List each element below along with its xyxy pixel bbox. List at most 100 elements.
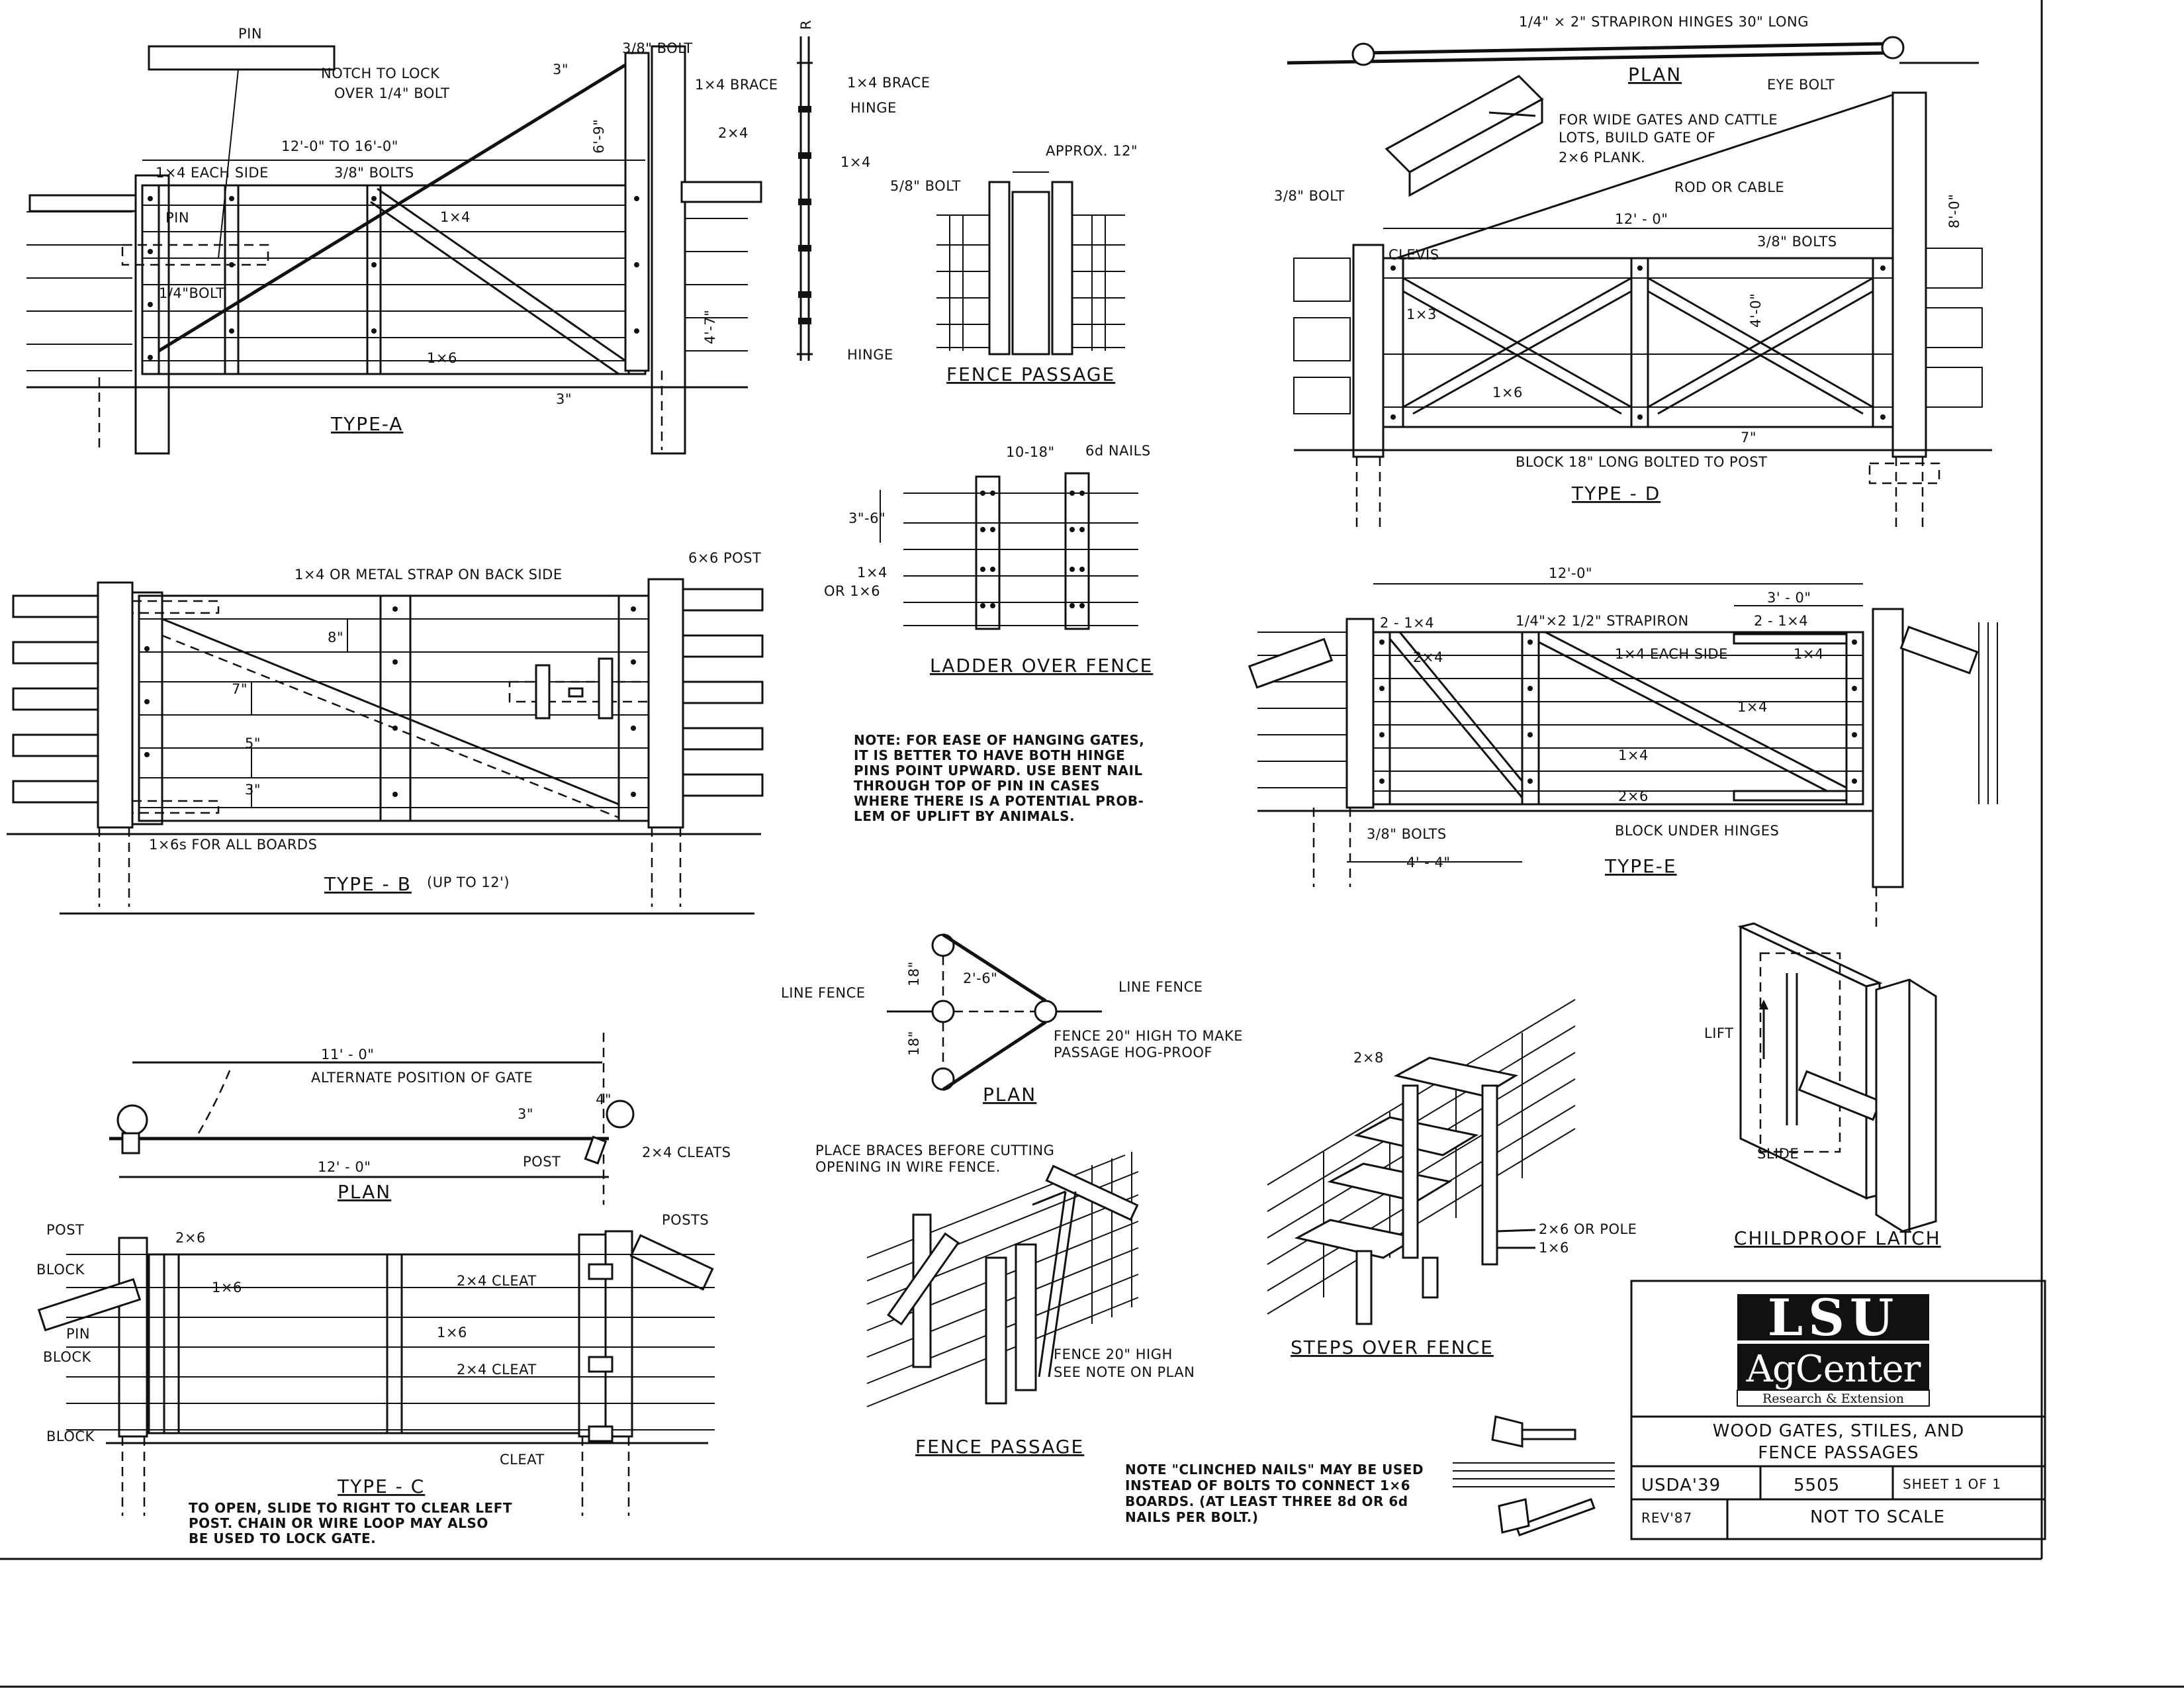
hog-plan-fence-label-2: PASSAGE HOG-PROOF [1054, 1045, 1212, 1060]
fence-passage-top: APPROX. 12" 5/8" BOLT FENCE PASSAGE [890, 143, 1138, 385]
type-e-caption: TYPE-E [1604, 855, 1677, 877]
title-block-title-2: FENCE PASSAGES [1758, 1443, 1919, 1463]
type-d-height-40-label: 4'-0" [1748, 293, 1764, 328]
type-c-plan-cleats-label: 2×4 CLEATS [642, 1145, 731, 1160]
type-d-wide-label-3: 2×6 PLANK. [1559, 150, 1645, 165]
hog-plan-caption: PLAN [983, 1084, 1036, 1105]
ladder-over-fence: 10-18" 6d NAILS 3"-6" 1×4 OR 1×6 LADDER … [824, 443, 1152, 677]
fence-passage-top-caption: FENCE PASSAGE [946, 363, 1115, 385]
side-detail-2x4-label: 2×4 [718, 125, 749, 141]
type-c-block-label-2: BLOCK [43, 1349, 92, 1365]
type-c-plan-span11-label: 11' - 0" [321, 1047, 374, 1062]
steps-2x6-label: 2×6 OR POLE [1539, 1221, 1637, 1237]
type-c-note-line-1: TO OPEN, SLIDE TO RIGHT TO CLEAR LEFT [189, 1500, 512, 1516]
type-d-caption: TYPE - D [1571, 483, 1661, 504]
logo-lsu-text: LSU [1768, 1288, 1899, 1347]
type-e-2x6-label: 2×6 [1618, 788, 1649, 804]
type-c-plan-alt-position-label: ALTERNATE POSITION OF GATE [311, 1070, 533, 1086]
type-a-each-side-label: 1×4 EACH SIDE [156, 165, 269, 181]
type-b-strap-label: 1×4 OR METAL STRAP ON BACK SIDE [295, 567, 563, 583]
steps-1x6-label: 1×6 [1539, 1240, 1569, 1256]
type-c-note-line-3: BE USED TO LOCK GATE. [189, 1530, 376, 1546]
side-elevation-detail: 1×4 BRACE HINGE 2×4 1×4 HINGE R [718, 20, 931, 363]
hinge-note: NOTE: FOR EASE OF HANGING GATES, IT IS B… [854, 732, 1144, 824]
fence-passage-top-bolt-label: 5/8" BOLT [890, 178, 961, 194]
type-e-2-1x4-left-label: 2 - 1×4 [1380, 615, 1434, 631]
fence-passage-iso-fence-label-1: FENCE 20" HIGH [1054, 1346, 1173, 1362]
type-c-note-line-2: POST. CHAIN OR WIRE LOOP MAY ALSO [189, 1515, 488, 1531]
type-a-height-69-label: 6'-9" [591, 119, 607, 154]
type-c-caption: TYPE - C [337, 1476, 425, 1497]
type-d-span-label: 12' - 0" [1615, 211, 1668, 227]
hog-proof-plan: LINE FENCE LINE FENCE 18" 18" 2'-6" FENC… [781, 933, 1243, 1105]
type-e-30-label: 3' - 0" [1767, 590, 1811, 606]
fence-passage-iso-caption: FENCE PASSAGE [915, 1436, 1084, 1458]
type-d-wide-label-1: FOR WIDE GATES AND CATTLE [1559, 112, 1778, 128]
type-c-plan-3in-label: 3" [518, 1106, 533, 1122]
type-a-pin-label: PIN [238, 26, 262, 42]
type-a-brace-label: 1×4 BRACE [695, 77, 778, 93]
fence-passage-iso-fence-label-2: SEE NOTE ON PLAN [1054, 1364, 1195, 1380]
hinge-note-line-5: WHERE THERE IS A POTENTIAL PROB- [854, 793, 1144, 809]
type-d-gate: 1/4" × 2" STRAPIRON HINGES 30" LONG PLAN… [1274, 14, 1992, 530]
ladder-height-label: 3"-6" [848, 510, 886, 526]
type-a-notch-label-2: OVER 1/4" BOLT [334, 85, 449, 101]
hog-plan-18in-label-a: 18" [906, 961, 922, 986]
type-a-3in-bot-label: 3" [556, 391, 572, 407]
type-e-span-label: 12'-0" [1549, 565, 1592, 581]
nails-note-line-2: INSTEAD OF BOLTS TO CONNECT 1×6 [1125, 1477, 1410, 1493]
ladder-nails-label: 6d NAILS [1085, 443, 1151, 459]
side-detail-hinge-top-label: HINGE [850, 100, 897, 116]
latch-slide-label: SLIDE [1757, 1146, 1799, 1162]
type-a-pin2-label: PIN [165, 210, 189, 226]
type-e-2-1x4-right-label: 2 - 1×4 [1754, 613, 1808, 629]
nails-note-line-1: NOTE "CLINCHED NAILS" MAY BE USED [1125, 1462, 1424, 1477]
type-d-plan-caption: PLAN [1628, 64, 1682, 85]
hammer-icon-lower [1498, 1497, 1596, 1537]
type-a-1x6-label: 1×6 [427, 350, 457, 366]
type-d-wide-label-2: LOTS, BUILD GATE OF [1559, 130, 1715, 146]
title-block: LSU AgCenter Research & Extension WOOD G… [1630, 1280, 2046, 1540]
logo-subtitle-text: Research & Extension [1762, 1391, 1904, 1406]
lsu-agcenter-logo: LSU AgCenter Research & Extension [1737, 1288, 1930, 1407]
type-b-8in-label: 8" [328, 630, 343, 645]
hog-plan-line-fence-left: LINE FENCE [781, 985, 866, 1001]
type-d-bolt-label: 3/8" BOLT [1274, 188, 1345, 204]
latch-lift-label: LIFT [1704, 1025, 1733, 1041]
ladder-boards-label: 1×4 [857, 565, 887, 581]
steps-caption: STEPS OVER FENCE [1291, 1336, 1494, 1358]
type-e-each-side-label: 1×4 EACH SIDE [1615, 646, 1728, 662]
type-c-plan: 11' - 0" ALTERNATE POSITION OF GATE 12' … [109, 1033, 731, 1205]
type-e-1x4-label-c: 1×4 [1618, 747, 1649, 763]
type-c-cleat-label-b: 2×4 CLEAT [457, 1362, 537, 1378]
type-d-clevis-label: CLEVIS [1388, 247, 1439, 263]
hammer-icon [1491, 1415, 1576, 1448]
type-c-cleat-label-c: CLEAT [500, 1452, 545, 1468]
type-a-1x4-label: 1×4 [440, 209, 471, 225]
type-c-post-label: POST [46, 1222, 84, 1238]
hog-plan-line-fence-right: LINE FENCE [1118, 979, 1203, 995]
side-detail-brace-label: 1×4 BRACE [847, 75, 931, 91]
fence-passage-top-approx-label: APPROX. 12" [1046, 143, 1138, 159]
type-b-5in-label: 5" [245, 735, 261, 751]
nails-note: NOTE "CLINCHED NAILS" MAY BE USED INSTEA… [1125, 1415, 1615, 1537]
ladder-width-label: 10-18" [1006, 444, 1055, 460]
type-d-7in-label: 7" [1741, 430, 1756, 445]
type-d-1x3-label: 1×3 [1406, 306, 1437, 322]
type-e-1x4-label-b: 1×4 [1737, 699, 1768, 715]
type-b-caption: TYPE - B [324, 873, 412, 895]
childproof-latch: LIFT SLIDE CHILDPROOF LATCH [1704, 922, 1941, 1249]
type-b-boards-label: 1×6s FOR ALL BOARDS [149, 837, 317, 853]
type-c-gate: POST 2×6 POSTS BLOCK PIN BLOCK BLOCK 1×6… [36, 1212, 715, 1546]
type-d-bolts-label: 3/8" BOLTS [1757, 234, 1837, 250]
type-d-eye-bolt-label: EYE BOLT [1767, 77, 1835, 93]
type-b-7in-label: 7" [232, 681, 248, 697]
type-b-caption-note: (UP TO 12') [427, 874, 510, 890]
type-d-hinges-label: 1/4" × 2" STRAPIRON HINGES 30" LONG [1519, 14, 1809, 30]
type-a-caption: TYPE-A [330, 413, 403, 435]
side-detail-hinge-bot-label: HINGE [847, 347, 893, 363]
hog-plan-18in-label-b: 18" [906, 1031, 922, 1056]
latch-caption: CHILDPROOF LATCH [1734, 1227, 1941, 1249]
type-b-gate: 1×4 OR METAL STRAP ON BACK SIDE 6×6 POST… [7, 550, 764, 915]
